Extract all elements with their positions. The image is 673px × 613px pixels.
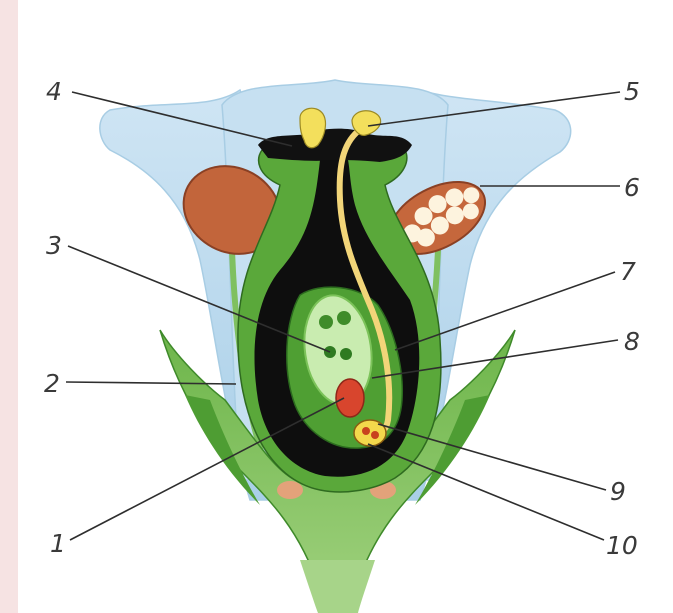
- antipodal-cell: [337, 311, 351, 325]
- label-2: 2: [44, 369, 60, 398]
- egg-cell: [336, 379, 364, 417]
- label-9: 9: [610, 477, 626, 506]
- label-5: 5: [624, 77, 640, 106]
- antipodal-cell: [319, 315, 333, 329]
- label-8: 8: [624, 327, 640, 356]
- sperm-cell: [371, 431, 379, 439]
- label-4: 4: [46, 77, 62, 106]
- leader-line-2: [66, 382, 236, 384]
- sperm-nuclei: [354, 420, 386, 446]
- label-1: 1: [50, 529, 66, 558]
- left-edge-strip: [0, 0, 18, 613]
- label-3: 3: [46, 231, 62, 260]
- label-7: 7: [620, 257, 636, 286]
- label-10: 10: [606, 531, 638, 560]
- polar-nucleus: [340, 348, 352, 360]
- stalk: [300, 560, 375, 613]
- sperm-cell: [362, 427, 370, 435]
- nectary-left: [277, 481, 303, 499]
- label-6: 6: [624, 173, 640, 202]
